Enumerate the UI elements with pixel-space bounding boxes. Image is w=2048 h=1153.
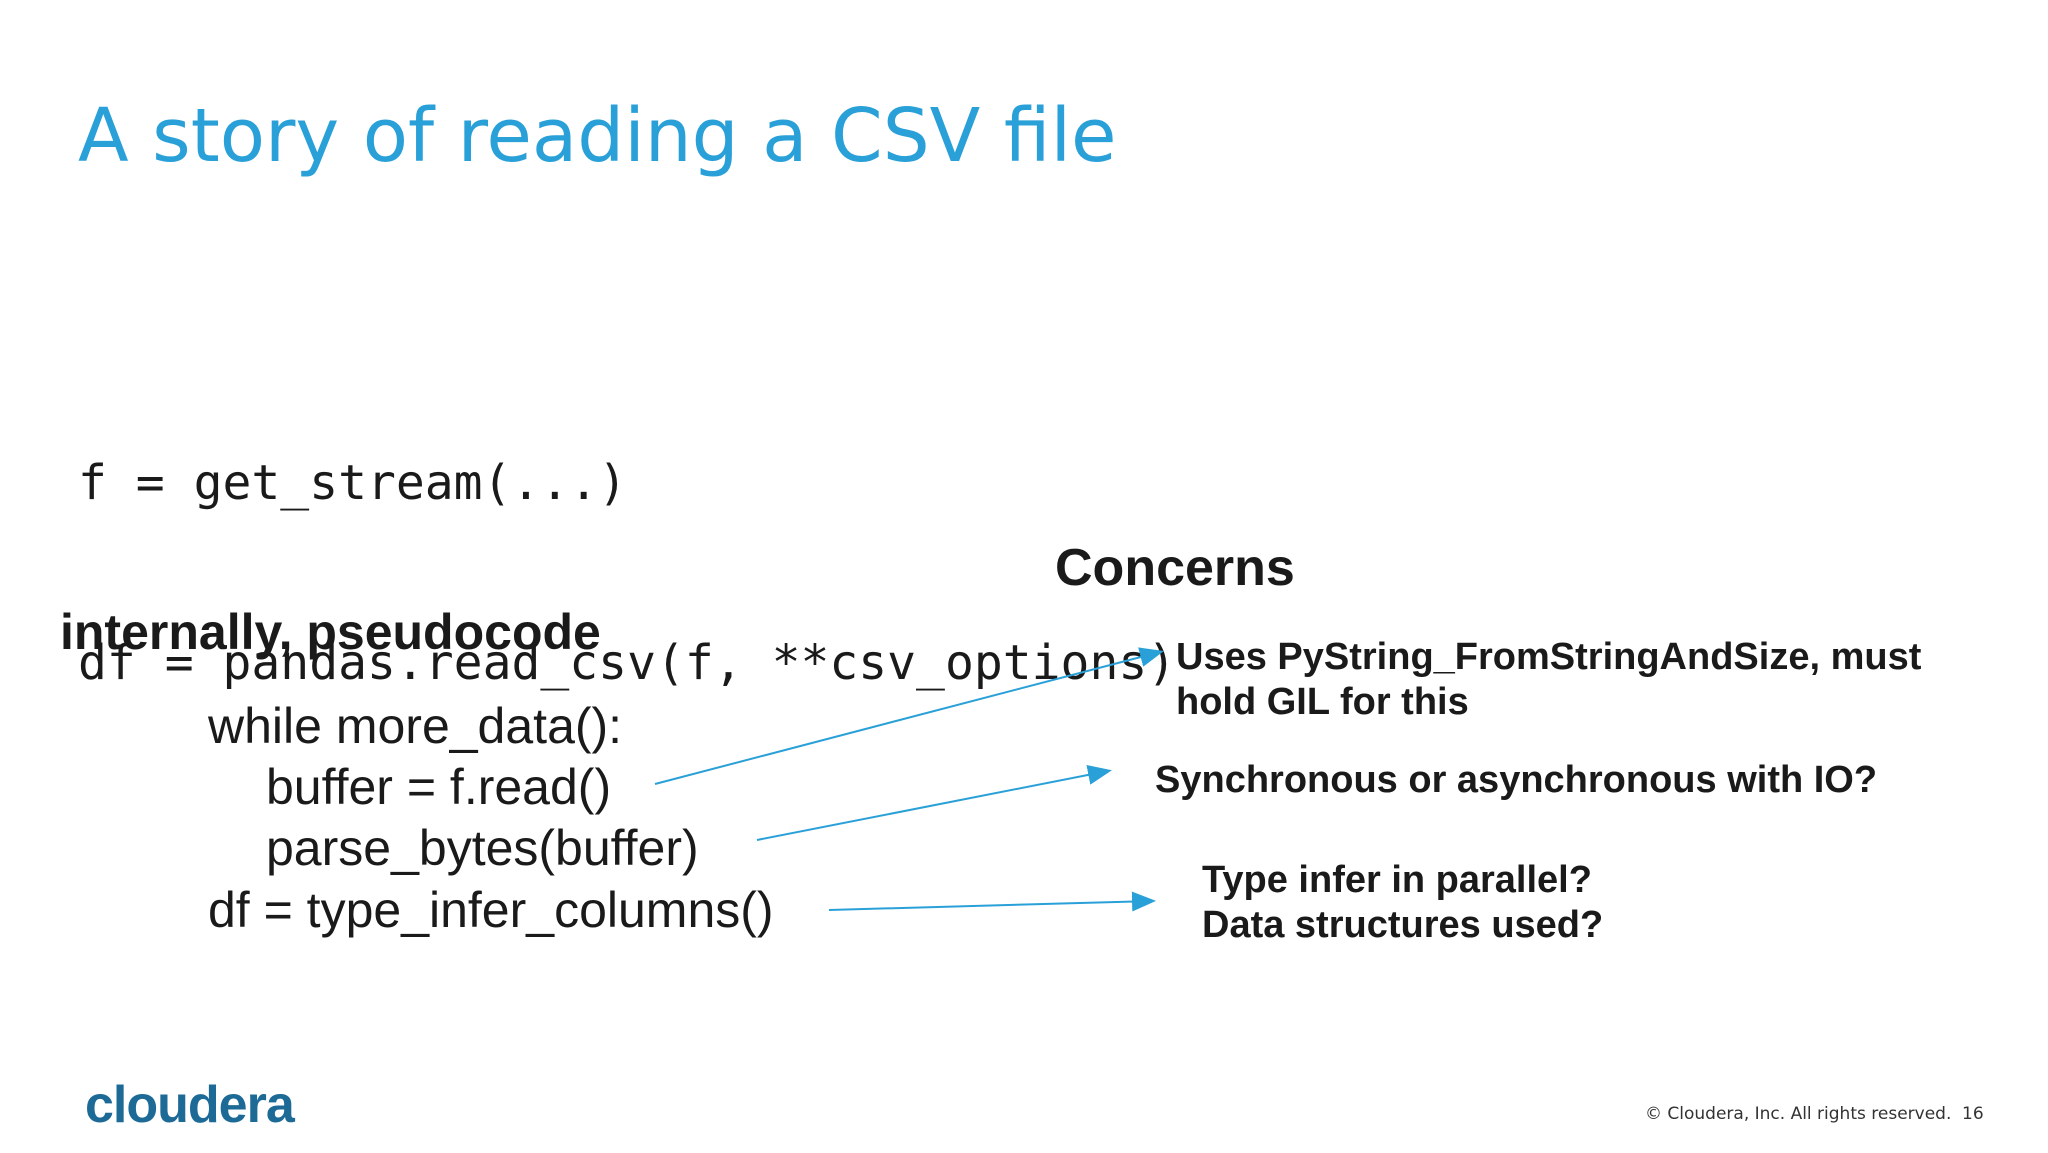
arrow-infer-to-type bbox=[828, 891, 1156, 912]
pseudocode-line: parse_bytes(buffer) bbox=[266, 820, 699, 876]
copyright-text: © Cloudera, Inc. All rights reserved. bbox=[1645, 1104, 1952, 1124]
concern-line: Data structures used? bbox=[1202, 904, 1604, 946]
concern-line: Synchronous or asynchronous with IO? bbox=[1155, 759, 1878, 801]
pseudocode-heading: internally, pseudocode bbox=[60, 604, 601, 660]
cloudera-logo: cloudera bbox=[85, 1076, 295, 1134]
concerns-heading: Concerns bbox=[1055, 539, 1295, 597]
concern-line: hold GIL for this bbox=[1176, 681, 1469, 723]
pseudocode-line: buffer = f.read() bbox=[266, 759, 612, 815]
concern-line: Type infer in parallel? bbox=[1202, 859, 1592, 901]
concern-io: Synchronous or asynchronous with IO? bbox=[1155, 758, 1877, 803]
concern-line: Uses PyString_FromStringAndSize, must bbox=[1176, 636, 1922, 678]
page-number: 16 bbox=[1962, 1104, 1984, 1124]
concern-gil: Uses PyString_FromStringAndSize, must ho… bbox=[1176, 635, 1921, 725]
code-line: f = get_stream(...) bbox=[78, 455, 628, 511]
pseudocode-line: while more_data(): bbox=[208, 698, 623, 754]
pseudocode-line: df = type_infer_columns() bbox=[208, 882, 774, 938]
concern-type-infer: Type infer in parallel? Data structures … bbox=[1202, 858, 1603, 948]
slide-title: A story of reading a CSV file bbox=[78, 93, 1117, 179]
